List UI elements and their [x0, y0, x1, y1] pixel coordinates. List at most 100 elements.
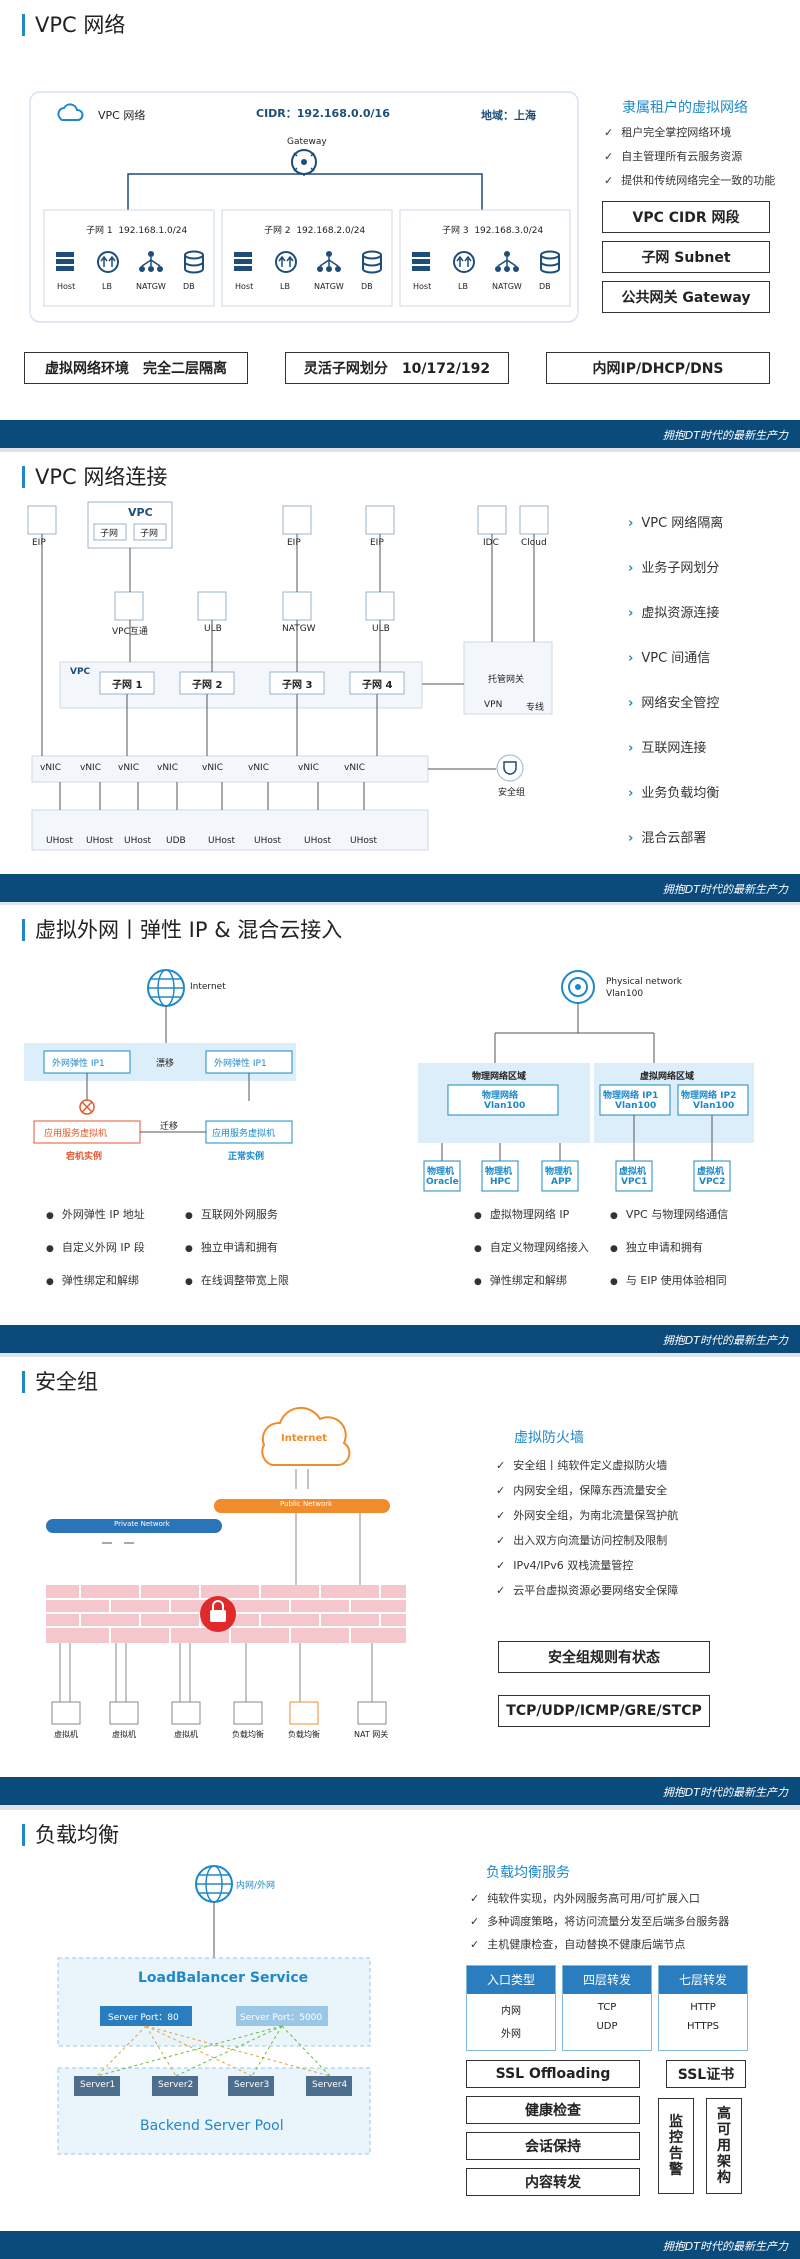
vnic: vNIC: [248, 763, 269, 773]
host: UHost: [208, 836, 236, 846]
footer-bar: 拥抱DT时代的最新生产力: [0, 874, 800, 902]
device-label: 负载均衡: [288, 1730, 320, 1739]
feature-item: 网络安全管控: [628, 692, 719, 711]
server-3: Server3: [234, 2080, 270, 2090]
internet-label: Internet: [281, 1433, 328, 1444]
lb-label: LB: [280, 282, 290, 291]
footer-bar: 拥抱DT时代的最新生产力: [0, 1325, 800, 1353]
content-forwarding-box: 内容转发: [466, 2168, 640, 2196]
physical-zone-label: 物理网络区域: [472, 1072, 527, 1082]
intranet-label: 内网/外网: [236, 1881, 276, 1891]
subnet-box: 子网 Subnet: [602, 241, 770, 273]
device-label: 虚拟机: [174, 1730, 198, 1739]
check-item: 出入双方向流量访问控制及限制: [496, 1532, 667, 1548]
physical-network-label: Physical network: [606, 977, 683, 987]
region-label: 地域：上海: [481, 109, 536, 122]
device-label: NAT 网关: [354, 1730, 389, 1739]
slide-security-group: 安全组: [0, 1357, 800, 1805]
footer-text: 拥抱DT时代的最新生产力: [662, 1786, 788, 1799]
virt-ip2-label: 物理网络 IP2: [681, 1091, 737, 1101]
host-icon: [56, 252, 74, 271]
host: UHost: [46, 836, 74, 846]
cloud-icon: [57, 103, 84, 121]
vnic: vNIC: [298, 763, 319, 773]
subnet-1: 子网 1: [112, 680, 143, 691]
card-head: 四层转发: [563, 1966, 651, 1994]
card-line: UDP: [596, 2021, 618, 2032]
card-line: HTTP: [690, 2002, 716, 2013]
side-check-2: 自主管理所有云服务资源: [604, 148, 742, 164]
host-label: Host: [57, 282, 76, 291]
natgw-icon: [139, 251, 163, 272]
protocols-box: TCP/UDP/ICMP/GRE/STCP: [498, 1695, 710, 1727]
feature-item: VPC 网络隔离: [628, 512, 723, 531]
natgw-icon: [317, 251, 341, 272]
vpn-label: VPN: [484, 700, 503, 710]
check-item: 安全组丨纯软件定义虚拟防火墙: [496, 1457, 667, 1473]
lb-label: LB: [102, 282, 112, 291]
check-item: 纯软件实现，内外网服务高可用/可扩展入口: [470, 1890, 700, 1906]
footer-text: 拥抱DT时代的最新生产力: [662, 2240, 788, 2253]
footer-bar: 拥抱DT时代的最新生产力: [0, 2231, 800, 2259]
card-head: 入口类型: [467, 1966, 555, 1994]
subnet-2-label: 子网 2 192.168.2.0/24: [264, 226, 366, 236]
public-network-label: Public Network: [280, 1500, 333, 1508]
right-bullet-b1: VPC 与物理网络通信: [610, 1206, 728, 1222]
slide-eip-hybrid: 虚拟外网丨弹性 IP & 混合云接入: [0, 905, 800, 1353]
left-bullet-b2: 独立申请和拥有: [185, 1239, 278, 1255]
right-bullet-a3: 弹性绑定和解绑: [474, 1272, 567, 1288]
machine-top: 物理机: [427, 1167, 455, 1177]
cidr-label: CIDR：192.168.0.0/16: [256, 107, 390, 120]
right-bullet-b3: 与 EIP 使用体验相同: [610, 1272, 727, 1288]
host: UHost: [350, 836, 378, 846]
check-item: 内网安全组，保障东西流量安全: [496, 1482, 667, 1498]
subnet-1-label: 子网 1 192.168.1.0/24: [86, 226, 188, 236]
vpc-diagram: [29, 91, 579, 323]
host-icon: [234, 252, 252, 271]
check-item: 多种调度策略，将访问流量分发至后端多台服务器: [470, 1913, 729, 1929]
check-item: IPv4/IPv6 双栈流量管控: [496, 1557, 633, 1573]
card-line: 内网: [501, 2006, 521, 2017]
lb-icon: [97, 251, 119, 273]
internet-label: Internet: [190, 982, 226, 992]
private-network-label: Private Network: [114, 1520, 170, 1528]
cloud-label: Cloud: [521, 538, 547, 548]
machine-top: 虚拟机: [697, 1167, 725, 1177]
vpc-vertical-label: VPC: [70, 667, 90, 678]
device-label: 虚拟机: [112, 1730, 136, 1739]
idc-label: IDC: [483, 538, 499, 548]
vpc-box-subnet-2: 子网: [140, 529, 159, 539]
migrate-label: 迁移: [160, 1122, 179, 1132]
ip-dhcp-dns-box: 内网IP/DHCP/DNS: [546, 352, 770, 384]
db-icon: [362, 250, 382, 274]
left-bullet-b3: 在线调整带宽上限: [185, 1272, 289, 1288]
slide-load-balancer: 负载均衡 内网/外网 LoadBalancer Service Server P…: [0, 1810, 800, 2259]
lb-service-title: LoadBalancer Service: [138, 1970, 309, 1986]
vpc-box-subnet-1: 子网: [100, 529, 119, 539]
db-icon: [540, 250, 560, 274]
eip-label-mid1: EIP: [287, 538, 301, 548]
footer-text: 拥抱DT时代的最新生产力: [662, 429, 788, 442]
lb-icon: [453, 251, 475, 273]
host-label: Host: [413, 282, 432, 291]
slide-title: 安全组: [22, 1371, 98, 1393]
slide-title: VPC 网络连接: [22, 466, 167, 488]
cloud-icon: [261, 1406, 351, 1466]
check-item: 外网安全组，为南北流量保驾护航: [496, 1507, 678, 1523]
card-head: 七层转发: [659, 1966, 747, 1994]
app-vm-normal: 应用服务虚拟机: [212, 1129, 276, 1139]
host: UDB: [166, 836, 186, 846]
db-icon: [184, 250, 204, 274]
physical-network-icon: [561, 970, 595, 1004]
subnet-division-box: 灵活子网划分 10/172/192: [285, 352, 509, 384]
health-check-box: 健康检查: [466, 2096, 640, 2124]
vpc-peer-label: VPC互通: [112, 627, 148, 637]
managed-gateway-label: 托管网关: [488, 675, 525, 685]
feature-item: 业务负载均衡: [628, 782, 719, 801]
stateful-rules-box: 安全组规则有状态: [498, 1641, 710, 1673]
eip-hybrid-diagram: [24, 969, 754, 1192]
lb-icon: [275, 251, 297, 273]
db-label: DB: [539, 282, 551, 291]
machine-bottom: VPC1: [621, 1177, 648, 1187]
session-persistence-box: 会话保持: [466, 2132, 640, 2160]
